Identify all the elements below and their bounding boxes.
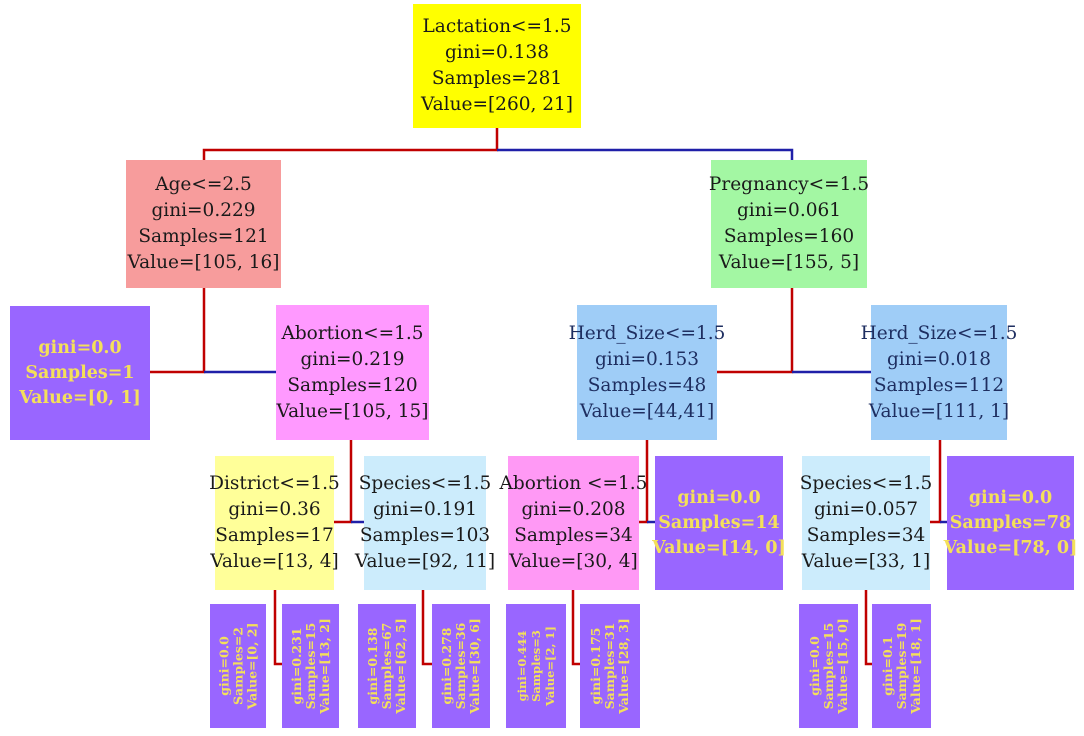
node-value: Value=[44,41] xyxy=(579,400,715,422)
node-value: Value=[92, 11] xyxy=(354,551,496,572)
node-samples: Samples=103 xyxy=(359,525,491,546)
node-gini: gini=0.0 xyxy=(216,636,231,696)
edge-abortion2-split xyxy=(571,590,580,666)
node-condition: Pregnancy<=1.5 xyxy=(708,174,870,195)
node-samples: Samples=3 xyxy=(529,630,543,702)
node-samples: Samples=120 xyxy=(287,374,418,396)
leaf-district-2: gini=0.231 Samples=15 Value=[13, 2] xyxy=(282,604,339,728)
node-condition: Lactation<=1.5 xyxy=(422,16,572,37)
edge-species2-split xyxy=(864,590,872,666)
node-gini: gini=0.231 xyxy=(288,627,304,705)
node-value: Value=[0, 1] xyxy=(19,387,141,408)
node-condition: Species<=1.5 xyxy=(799,473,933,494)
leaf-herd2-node: gini=0.0 Samples=78 Value=[78, 0] xyxy=(944,456,1077,590)
node-samples: Samples=15 xyxy=(820,622,836,710)
node-samples: Samples=19 xyxy=(893,622,909,710)
node-value: Value=[62, 5] xyxy=(393,618,409,714)
leaf-species2-2: gini=0.1 Samples=19 Value=[18, 1] xyxy=(872,604,931,728)
node-gini: gini=0.0 xyxy=(38,337,122,358)
node-samples: Samples=112 xyxy=(873,374,1005,396)
node-condition: District<=1.5 xyxy=(209,473,340,494)
node-samples: Samples=281 xyxy=(431,68,563,89)
node-value: Value=[155, 5] xyxy=(718,252,860,273)
node-samples: Samples=34 xyxy=(514,525,633,546)
leaf-abortion2-1: gini=0.444 Samples=3 Value=[2, 1] xyxy=(506,604,566,728)
node-value: Value=[105, 15] xyxy=(276,400,429,422)
node-condition: Species<=1.5 xyxy=(358,473,492,494)
edge-age-left xyxy=(150,288,206,374)
edge-species1-split xyxy=(421,590,432,666)
node-gini: gini=0.061 xyxy=(736,200,842,221)
node-gini: gini=0.138 xyxy=(444,42,550,63)
pregnancy-node: Pregnancy<=1.5 gini=0.061 Samples=160 Va… xyxy=(708,160,870,288)
node-gini: gini=0.1 xyxy=(879,636,895,696)
node-value: Value=[105, 16] xyxy=(127,252,280,273)
edge-preg-left xyxy=(717,288,794,374)
node-samples: Samples=121 xyxy=(138,226,269,247)
node-condition: Herd_Size<=1.5 xyxy=(860,322,1018,344)
herd-size-node-right: Herd_Size<=1.5 gini=0.018 Samples=112 Va… xyxy=(861,305,1017,440)
node-value: Value=[14, 0] xyxy=(652,537,786,558)
leaf-species1-1: gini=0.138 Samples=67 Value=[62, 5] xyxy=(358,604,416,728)
node-gini: gini=0.0 xyxy=(806,636,822,696)
node-gini: gini=0.219 xyxy=(300,348,405,370)
node-value: Value=[0, 2] xyxy=(244,622,259,710)
node-condition: Abortion <=1.5 xyxy=(499,473,648,494)
leaf-age-node: gini=0.0 Samples=1 Value=[0, 1] xyxy=(10,306,150,440)
node-value: Value=[111, 1] xyxy=(868,400,1010,422)
node-gini: gini=0.208 xyxy=(521,499,626,520)
node-value: Value=[33, 1] xyxy=(801,551,931,572)
edge-root-right xyxy=(497,148,794,160)
node-gini: gini=0.229 xyxy=(151,200,256,221)
node-gini: gini=0.444 xyxy=(515,630,529,702)
node-gini: gini=0.0 xyxy=(677,487,761,508)
node-condition: Abortion<=1.5 xyxy=(281,322,424,344)
node-gini: gini=0.018 xyxy=(886,348,992,370)
node-gini: gini=0.191 xyxy=(372,499,478,520)
leaf-species1-2: gini=0.278 Samples=36 Value=[30, 6] xyxy=(432,604,490,728)
node-value: Value=[78, 0] xyxy=(943,537,1078,558)
species-node-right: Species<=1.5 gini=0.057 Samples=34 Value… xyxy=(799,456,933,590)
node-condition: Herd_Size<=1.5 xyxy=(568,322,726,344)
leaf-abortion2-2: gini=0.175 Samples=31 Value=[28, 3] xyxy=(580,604,640,728)
node-samples: Samples=17 xyxy=(215,525,334,546)
abortion2-node: Abortion <=1.5 gini=0.208 Samples=34 Val… xyxy=(500,456,647,590)
node-samples: Samples=14 xyxy=(658,512,780,533)
node-gini: gini=0.0 xyxy=(968,487,1053,508)
root-node: Lactation<=1.5 gini=0.138 Samples=281 Va… xyxy=(413,4,581,128)
node-value: Value=[2, 1] xyxy=(543,626,557,706)
node-samples: Samples=78 xyxy=(949,512,1072,533)
leaf-herd1-node: gini=0.0 Samples=14 Value=[14, 0] xyxy=(652,456,786,590)
node-gini: gini=0.153 xyxy=(594,348,700,370)
node-gini: gini=0.057 xyxy=(813,499,919,520)
node-value: Value=[13, 4] xyxy=(210,551,339,572)
node-samples: Samples=15 xyxy=(302,622,318,710)
node-samples: Samples=48 xyxy=(587,374,707,396)
node-value: Value=[15, 0] xyxy=(834,618,850,714)
node-samples: Samples=1 xyxy=(25,362,135,383)
node-gini: gini=0.36 xyxy=(228,499,321,520)
node-condition: Age<=2.5 xyxy=(155,174,252,195)
node-samples: Samples=34 xyxy=(806,525,926,546)
node-value: Value=[30, 6] xyxy=(467,618,483,714)
node-value: Value=[28, 3] xyxy=(616,618,632,714)
leaf-district-1: gini=0.0 Samples=2 Value=[0, 2] xyxy=(210,604,266,728)
node-value: Value=[13, 2] xyxy=(316,618,332,714)
leaf-species2-1: gini=0.0 Samples=15 Value=[15, 0] xyxy=(799,604,858,728)
node-value: Value=[260, 21] xyxy=(420,94,574,115)
species-node-left: Species<=1.5 gini=0.191 Samples=103 Valu… xyxy=(355,456,495,590)
node-samples: Samples=160 xyxy=(723,226,855,247)
edge-root-left xyxy=(202,128,499,160)
edge-district-split xyxy=(273,590,282,666)
node-value: Value=[18, 1] xyxy=(907,618,923,714)
node-samples: Samples=2 xyxy=(230,627,245,706)
district-node: District<=1.5 gini=0.36 Samples=17 Value… xyxy=(209,456,340,590)
age-node: Age<=2.5 gini=0.229 Samples=121 Value=[1… xyxy=(126,160,281,288)
abortion-node: Abortion<=1.5 gini=0.219 Samples=120 Val… xyxy=(276,305,429,440)
node-value: Value=[30, 4] xyxy=(509,551,638,572)
herd-size-node-left: Herd_Size<=1.5 gini=0.153 Samples=48 Val… xyxy=(569,305,725,440)
